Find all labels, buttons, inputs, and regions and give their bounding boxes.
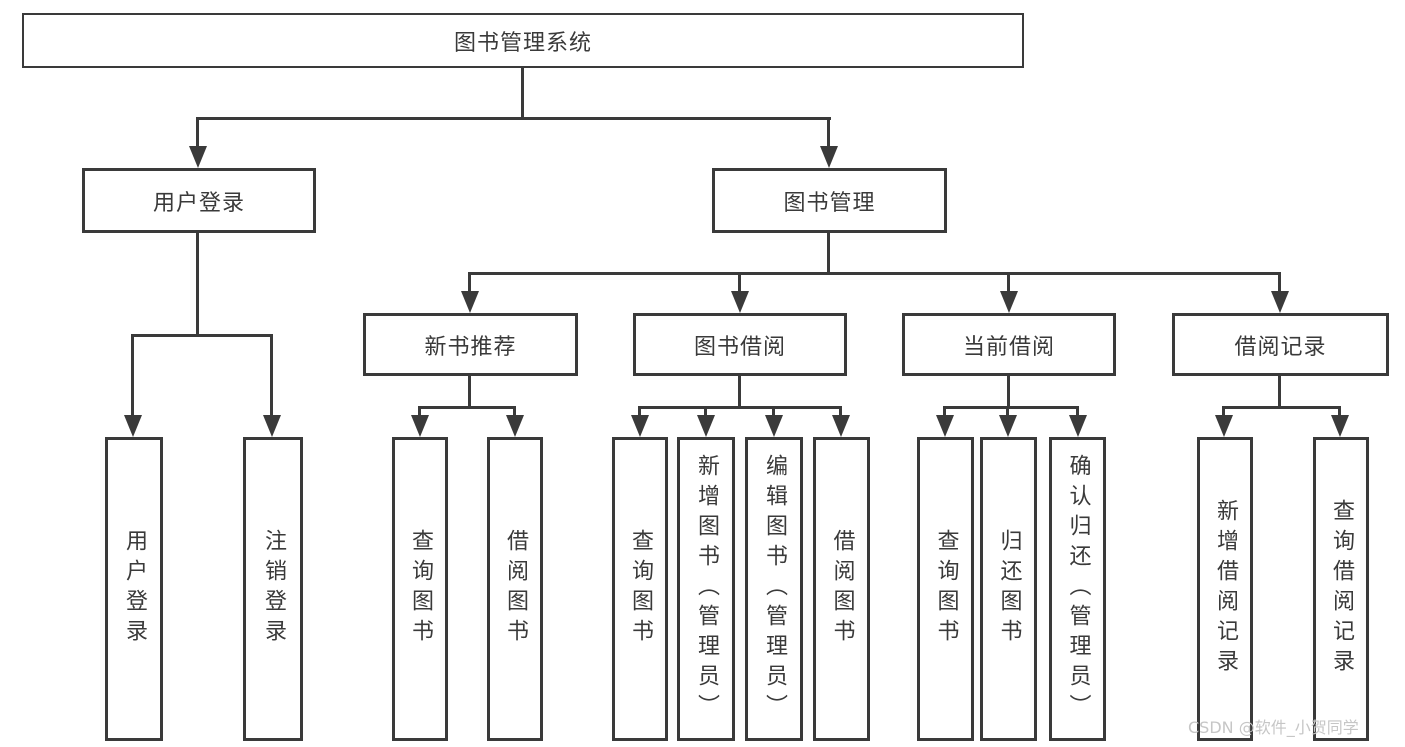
connector-vline — [738, 272, 741, 293]
arrowhead-down-icon — [631, 415, 649, 437]
leaf-user-login: 用户登录 — [105, 437, 163, 741]
connector-hline — [1222, 406, 1341, 409]
leaf-add-books-admin: 新增图书（管理员） — [677, 437, 735, 741]
connector-vline — [1278, 375, 1281, 409]
csdn-watermark: CSDN @软件_小贺同学 — [1188, 718, 1359, 737]
leaf-confirm-return-admin: 确认归还（管理员） — [1049, 437, 1106, 741]
connector-vline — [196, 232, 199, 337]
connector-vline — [468, 376, 471, 409]
arrowhead-down-icon — [506, 415, 524, 437]
connector-vline — [827, 117, 830, 148]
node-current-borrow-label: 当前借阅 — [962, 334, 1055, 360]
connector-vline — [513, 406, 516, 419]
leaf-add-books-admin-label: 新增图书（管理员） — [694, 454, 719, 724]
leaf-query-books-current-label: 查询图书 — [933, 529, 959, 649]
leaf-query-books-borrow: 查询图书 — [612, 437, 668, 741]
leaf-borrow-books-recommend: 借阅图书 — [487, 437, 543, 741]
connector-hline — [468, 272, 1281, 275]
leaf-confirm-return-admin-label: 确认归还（管理员） — [1065, 454, 1091, 724]
arrowhead-down-icon — [820, 146, 838, 168]
connector-vline — [839, 406, 842, 419]
connector-vline — [704, 406, 707, 419]
arrowhead-down-icon — [1271, 291, 1289, 313]
connector-vline — [1338, 406, 1341, 419]
connector-vline — [1076, 406, 1079, 419]
leaf-query-books-recommend-label: 查询图书 — [408, 529, 433, 649]
arrowhead-down-icon — [1215, 415, 1233, 437]
node-new-book-recommend: 新书推荐 — [363, 313, 578, 376]
connector-hline — [196, 117, 831, 120]
connector-vline — [521, 68, 524, 120]
node-borrow-records: 借阅记录 — [1172, 313, 1389, 376]
arrowhead-down-icon — [697, 415, 715, 437]
arrowhead-down-icon — [1000, 291, 1018, 313]
leaf-query-books-recommend: 查询图书 — [392, 437, 448, 741]
leaf-borrow-books-recommend-label: 借阅图书 — [503, 529, 528, 649]
arrowhead-down-icon — [999, 415, 1017, 437]
node-root: 图书管理系统 — [22, 13, 1024, 68]
arrowhead-down-icon — [765, 415, 783, 437]
connector-vline — [418, 406, 421, 419]
leaf-query-borrow-record: 查询借阅记录 — [1313, 437, 1369, 741]
connector-vline — [738, 376, 741, 409]
connector-vline — [270, 334, 273, 417]
connector-vline — [1007, 272, 1010, 293]
connector-vline — [1006, 406, 1009, 419]
leaf-edit-books-admin: 编辑图书（管理员） — [745, 437, 803, 741]
connector-vline — [131, 334, 134, 417]
leaf-query-books-current: 查询图书 — [917, 437, 974, 741]
leaf-return-books: 归还图书 — [980, 437, 1037, 741]
connector-vline — [827, 233, 830, 275]
leaf-query-borrow-record-label: 查询借阅记录 — [1329, 499, 1354, 679]
connector-vline — [1278, 272, 1281, 293]
node-book-borrow-label: 图书借阅 — [693, 334, 786, 360]
node-root-label: 图书管理系统 — [453, 30, 592, 56]
node-user-login: 用户登录 — [82, 168, 316, 233]
leaf-add-borrow-record: 新增借阅记录 — [1197, 437, 1253, 741]
arrowhead-down-icon — [832, 415, 850, 437]
leaf-add-borrow-record-label: 新增借阅记录 — [1213, 499, 1238, 679]
arrowhead-down-icon — [1069, 415, 1087, 437]
arrowhead-down-icon — [1331, 415, 1349, 437]
arrowhead-down-icon — [189, 146, 207, 168]
node-book-mgmt: 图书管理 — [712, 168, 947, 233]
connector-hline — [638, 406, 842, 409]
leaf-return-books-label: 归还图书 — [996, 529, 1022, 649]
leaf-logout-label: 注销登录 — [261, 529, 286, 649]
connector-vline — [943, 406, 946, 419]
arrowhead-down-icon — [461, 291, 479, 313]
arrowhead-down-icon — [411, 415, 429, 437]
connector-vline — [638, 406, 641, 419]
leaf-user-login-label: 用户登录 — [122, 529, 147, 649]
connector-vline — [1222, 406, 1225, 419]
node-book-borrow: 图书借阅 — [633, 313, 847, 376]
connector-hline — [418, 406, 516, 409]
connector-vline — [196, 117, 199, 148]
connector-vline — [468, 272, 471, 293]
leaf-borrow-books-label: 借阅图书 — [829, 529, 855, 649]
arrowhead-down-icon — [936, 415, 954, 437]
connector-hline — [131, 334, 273, 337]
leaf-edit-books-admin-label: 编辑图书（管理员） — [762, 454, 787, 724]
leaf-query-books-borrow-label: 查询图书 — [628, 529, 653, 649]
node-current-borrow: 当前借阅 — [902, 313, 1116, 376]
connector-vline — [772, 406, 775, 419]
leaf-borrow-books: 借阅图书 — [813, 437, 870, 741]
node-book-mgmt-label: 图书管理 — [783, 190, 876, 216]
node-new-book-recommend-label: 新书推荐 — [424, 334, 517, 360]
node-user-login-label: 用户登录 — [152, 190, 245, 216]
arrowhead-down-icon — [124, 415, 142, 437]
connector-vline — [1007, 375, 1010, 409]
leaf-logout: 注销登录 — [243, 437, 303, 741]
arrowhead-down-icon — [263, 415, 281, 437]
node-borrow-records-label: 借阅记录 — [1234, 334, 1327, 360]
connector-hline — [943, 406, 1079, 409]
arrowhead-down-icon — [731, 291, 749, 313]
